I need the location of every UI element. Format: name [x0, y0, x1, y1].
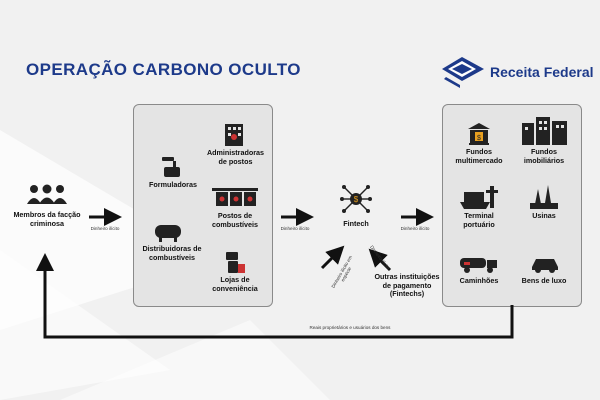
fundos-multi-label: Fundos multimercado: [455, 147, 503, 165]
return-label: Reais proprietários e usuários dos bens: [309, 325, 391, 330]
bens-luxo-label: Bens de luxo: [521, 276, 567, 285]
page-title: OPERAÇÃO CARBONO OCULTO: [26, 60, 301, 79]
distribuidoras-label: Distribuidoras de combustíveis: [142, 244, 202, 262]
terminal-label: Terminal portuário: [463, 211, 495, 229]
outras-label: Outras instituições de pagamento (Fintec…: [374, 272, 440, 299]
edge-label-3: Dinheiro ilícito: [400, 226, 430, 231]
tank-icon: [153, 222, 183, 242]
svg-text:$: $: [354, 195, 359, 204]
administradoras-label: Administradoras de postos: [206, 148, 265, 166]
fundos-imob-label: Fundos imobiliários: [523, 147, 565, 165]
brand-name: Receita Federal: [490, 64, 594, 80]
bank-icon: $: [467, 122, 491, 146]
car-icon: [530, 255, 560, 273]
svg-text:$: $: [477, 135, 481, 142]
members-label: Membros da facção criminosa: [13, 210, 81, 228]
store-icon: [224, 250, 246, 274]
people-icon: [26, 184, 68, 204]
network-icon: $: [340, 183, 372, 215]
building-icon: [223, 122, 245, 146]
formuladoras-label: Formuladoras: [149, 180, 197, 189]
gas-station-icon: [212, 184, 258, 208]
factory-icon: [160, 155, 184, 179]
truck-icon: [460, 255, 498, 273]
usinas-label: Usinas: [532, 211, 556, 220]
edge-label-1: Dinheiro ilícito: [90, 226, 120, 231]
plant-icon: [530, 183, 558, 209]
caminhoes-label: Caminhões: [459, 276, 499, 285]
edge-label-2: Dinheiro ilícito: [280, 226, 310, 231]
lojas-label: Lojas de conveniência: [212, 275, 258, 293]
fintech-label: Fintech: [343, 219, 369, 228]
ship-icon: [460, 184, 500, 210]
buildings-icon: [522, 117, 568, 145]
brand-logo-icon: [440, 55, 486, 89]
postos-label: Postos de combustíveis: [212, 211, 258, 229]
